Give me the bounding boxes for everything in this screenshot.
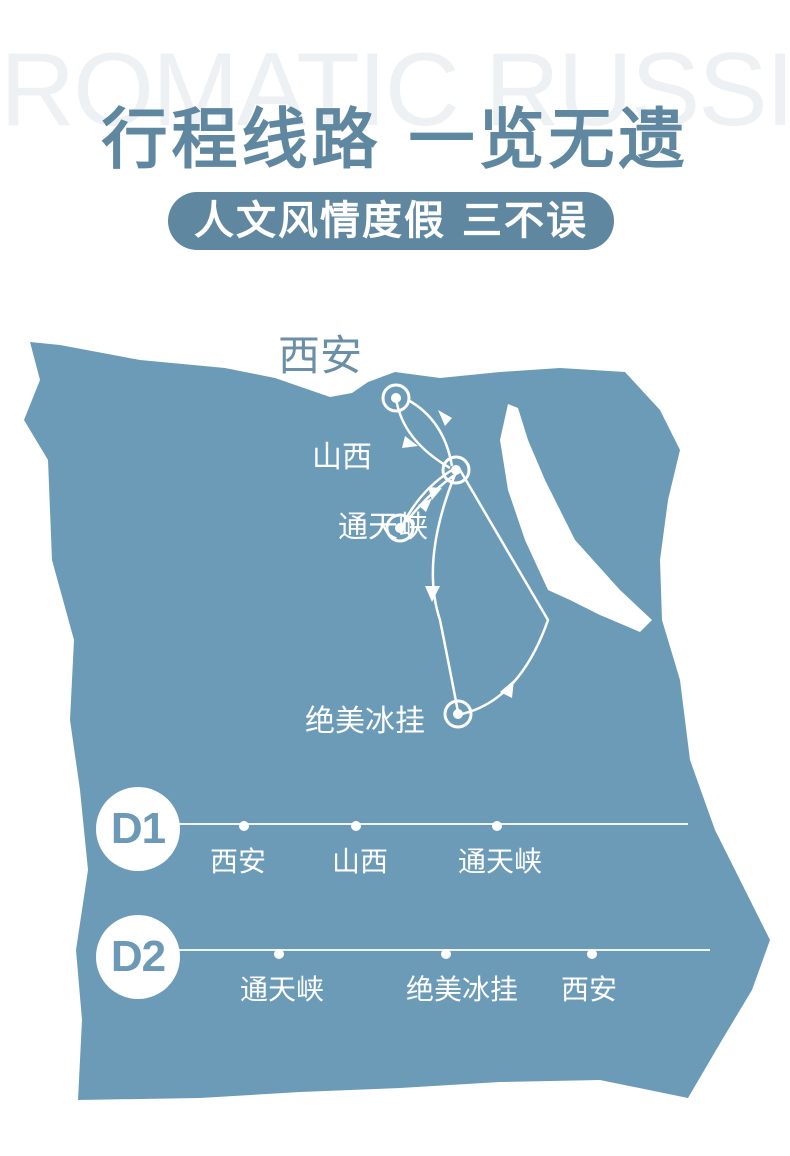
day-2-stop-dot [274,949,284,959]
region-shape [24,342,770,1100]
city-label-shanxi: 山西 [312,440,372,475]
arrow-3 [428,487,442,500]
marker-shanxi [441,455,471,485]
route-shanxi-to-bingua [431,471,460,713]
arrow-4 [418,498,432,512]
city-label-bingua: 绝美冰挂 [305,704,425,739]
arrow-6 [500,680,514,698]
city-markers [381,383,473,729]
day-2-stop-dot [441,949,451,959]
route-shanxi-to-tongtianxia [400,468,453,527]
day-1-stop-label: 山西 [331,845,389,878]
marker-xian [381,383,411,413]
day-1-stop-dot [239,821,249,831]
day-1-line [170,823,688,825]
route-xian-to-shanxi [394,397,451,470]
day-1-stop-dot [492,821,502,831]
day-2-stop-dot [587,949,597,959]
page-title: 行程线路 一览无遗 [101,101,689,178]
arrow-1 [402,436,418,448]
day-1-stop-label: 通天峡 [457,845,543,878]
day-1-stop-label: 西安 [209,845,267,878]
day-2-stop-label: 西安 [560,973,618,1006]
city-label-tongtianxia: 通天峡 [338,510,428,546]
day-2-badge: D2 [96,915,180,999]
day-1-stop-dot [351,821,361,831]
route-arrows [402,410,514,698]
marker-bingua [443,699,473,729]
arrow-5 [425,586,440,602]
river-cutout [500,404,652,632]
arrow-2 [438,410,452,426]
day-2-line [170,949,710,951]
day-2-stop-label: 通天峡 [239,973,325,1006]
day-1-badge: D1 [96,787,180,871]
marker-tongtianxia [385,513,415,543]
background-watermark: ROMATIC RUSSIA [0,38,790,142]
city-label-xian: 西安 [278,331,363,380]
day-2-stop-label: 绝美冰挂 [405,973,519,1006]
subtitle-pill: 人文风情度假 三不误 [168,192,614,250]
route-bingua-to-shanxi [458,469,550,716]
